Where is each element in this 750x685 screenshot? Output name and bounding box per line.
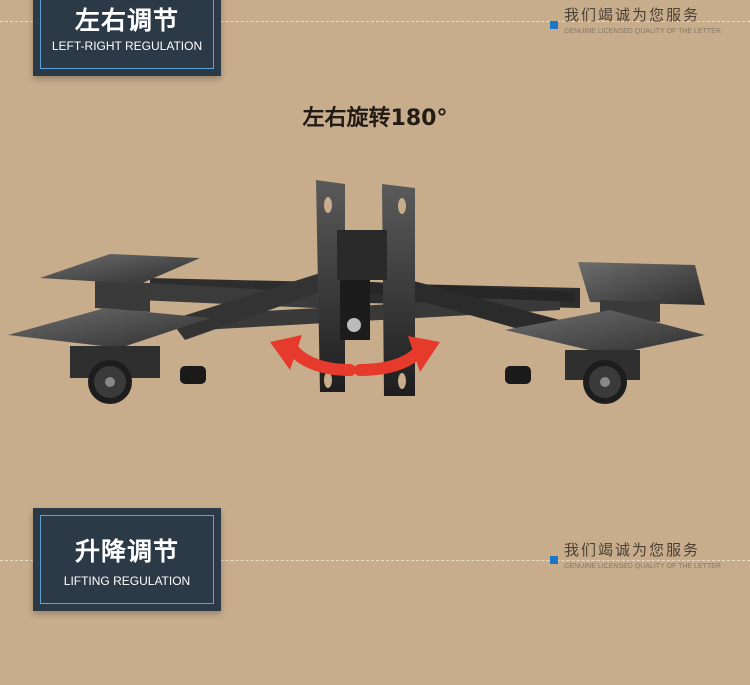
accent-square-icon <box>550 556 558 564</box>
wheel-stand-base-image <box>8 180 705 404</box>
section-title: 左右调节 <box>74 6 179 35</box>
section-subtitle: LIFTING REGULATION <box>63 574 191 588</box>
service-slogan: 我们竭诚为您服务 <box>564 541 701 559</box>
section-subtitle: LEFT-RIGHT REGULATION <box>51 39 203 53</box>
mount-plate <box>8 308 210 348</box>
mount-plate <box>578 262 705 305</box>
service-slogan-en: GENUINE LICENSED QUALITY OF THE LETTER <box>564 28 721 35</box>
section-header-left-right: 左右调节 LEFT-RIGHT REGULATION 我们竭诚为您服务 GENU… <box>0 0 750 90</box>
center-block <box>337 230 387 280</box>
cross-beam <box>95 280 360 310</box>
rotation-caption: 左右旋转180° <box>302 106 448 131</box>
diagonal-arm <box>400 280 560 338</box>
section-title: 升降调节 <box>74 537 179 566</box>
divider-line <box>0 560 750 561</box>
divider-line <box>0 21 750 22</box>
mount-plate <box>40 254 200 284</box>
mount-plate <box>505 310 705 355</box>
leveling-foot <box>505 366 531 384</box>
section-badge: 升降调节 LIFTING REGULATION <box>33 508 221 611</box>
service-slogan-en: GENUINE LICENSED QUALITY OF THE LETTER <box>564 563 721 570</box>
service-slogan: 我们竭诚为您服务 <box>564 6 701 24</box>
plate-bracket <box>95 284 150 312</box>
vertical-post <box>382 184 415 396</box>
pivot-bolt <box>347 318 361 332</box>
section-badge: 左右调节 LEFT-RIGHT REGULATION <box>33 0 221 76</box>
section-header-lifting: 升降调节 LIFTING REGULATION 我们竭诚为您服务 GENUINE… <box>0 500 750 620</box>
badge-border <box>40 0 214 69</box>
rotation-arrows-icon <box>270 335 440 376</box>
accent-square-icon <box>550 21 558 29</box>
diagonal-arm <box>170 270 340 340</box>
badge-border <box>40 515 214 604</box>
leveling-foot <box>180 366 206 384</box>
